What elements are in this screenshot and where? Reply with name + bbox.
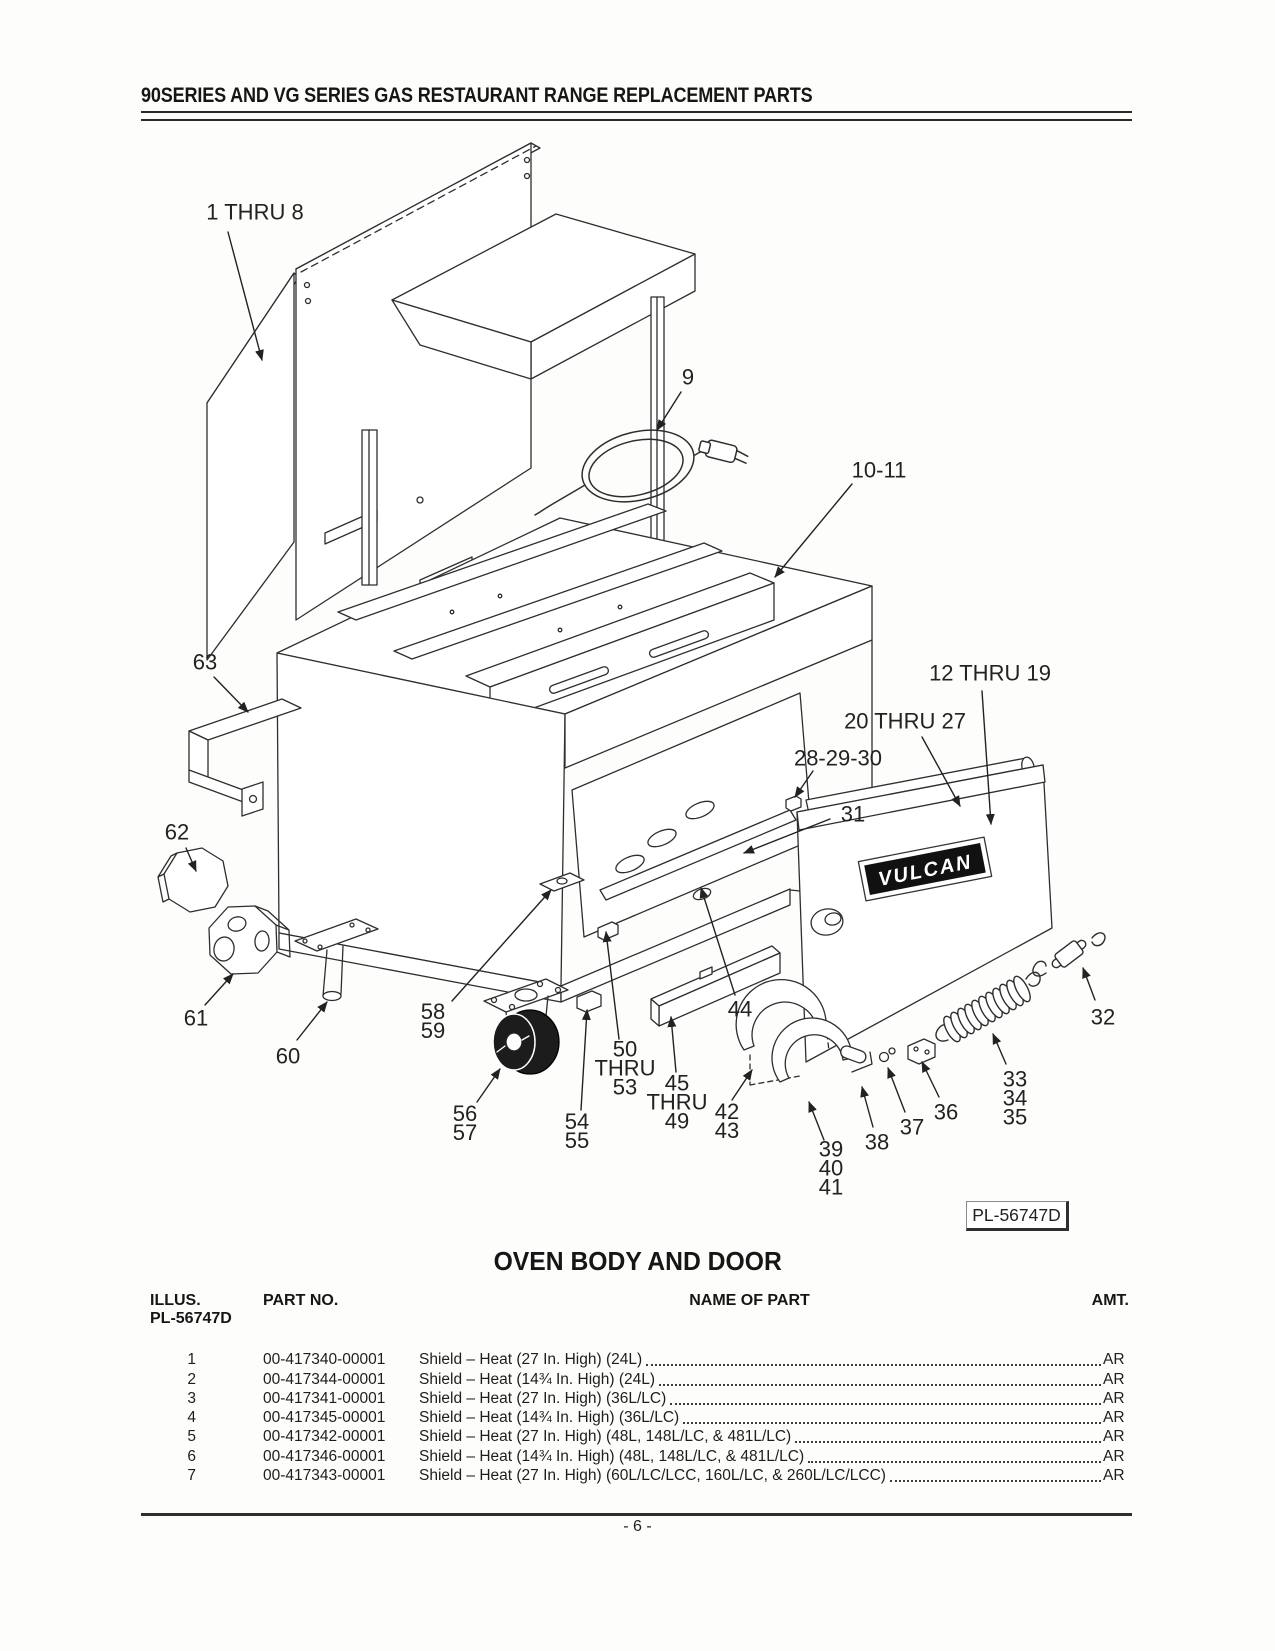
leader-dots: [889, 1480, 1101, 1483]
col-header-name: NAME OF PART: [689, 1292, 810, 1309]
caster-drawing: [483, 978, 569, 1075]
cell-amt: AR: [1103, 1447, 1125, 1465]
bottom-shield-drawing: [650, 945, 781, 1027]
leader-dots: [670, 1402, 1101, 1405]
power-cord-drawing: [534, 429, 749, 516]
cell-amt: AR: [1103, 1467, 1125, 1485]
cell-name: Shield – Heat (14¾ In. High) (36L/LC): [419, 1409, 680, 1427]
hinge-drawing: [735, 978, 867, 1086]
leader-dots: [795, 1441, 1101, 1444]
octagon-knob-drawing: [208, 905, 291, 975]
cell-part-no: 00-417340-00001: [263, 1351, 386, 1369]
door-drawing: VULCAN: [796, 756, 1053, 1063]
flue-shelf-drawing: [391, 213, 696, 380]
cell-name: Shield – Heat (27 In. High) (48L, 148L/L…: [419, 1428, 792, 1446]
cell-illus: 1: [187, 1351, 196, 1369]
callout-61: 61: [183, 1005, 209, 1031]
table-row: 6 00-417346-00001 Shield – Heat (14¾ In.…: [150, 1446, 1129, 1465]
callout-54-55: 54 55: [564, 1109, 590, 1153]
cell-illus: 2: [187, 1370, 196, 1388]
leg-drawing: [294, 918, 379, 1002]
spring-drawing: [935, 971, 1041, 1043]
cell-name: Shield – Heat (27 In. High) (24L): [419, 1351, 643, 1369]
table-row: 1 00-417340-00001 Shield – Heat (27 In. …: [150, 1350, 1129, 1369]
callout-28-29-30: 28-29-30: [793, 745, 883, 771]
cell-part-no: 00-417346-00001: [263, 1447, 386, 1465]
callout-42-43: 42 43: [714, 1099, 740, 1143]
callout-1-thru-8: 1 THRU 8: [206, 199, 304, 225]
col-header-plate: PL-56747D: [150, 1310, 232, 1327]
section-title: OVEN BODY AND DOOR: [0, 1246, 1275, 1277]
cell-name: Shield – Heat (14¾ In. High) (48L, 148L/…: [419, 1447, 805, 1465]
callout-45-thru-49: 45 THRU 49: [646, 1070, 708, 1134]
cell-part-no: 00-417344-00001: [263, 1370, 386, 1388]
callout-31: 31: [840, 801, 866, 827]
callout-60: 60: [275, 1043, 301, 1069]
callout-63: 63: [192, 649, 218, 675]
col-header-illus: ILLUS.: [150, 1292, 201, 1309]
table-row: 5 00-417342-00001 Shield – Heat (27 In. …: [150, 1427, 1129, 1446]
callout-9: 9: [681, 364, 695, 390]
cell-part-no: 00-417345-00001: [263, 1409, 386, 1427]
callout-leaders: [185, 231, 1096, 1141]
heat-shield-drawing: [206, 272, 300, 661]
table-row: 4 00-417345-00001 Shield – Heat (14¾ In.…: [150, 1408, 1129, 1427]
table-row: 2 00-417344-00001 Shield – Heat (14¾ In.…: [150, 1369, 1129, 1388]
octagon-plate-drawing: [157, 847, 229, 913]
cell-illus: 5: [187, 1428, 196, 1446]
callout-38: 38: [864, 1129, 890, 1155]
page-header: 90SERIES AND VG SERIES GAS RESTAURANT RA…: [141, 84, 813, 107]
bracket-drawing: [188, 698, 302, 817]
plate-number-label: PL-56747D: [966, 1201, 1069, 1231]
footer-rule: [141, 1513, 1132, 1516]
cell-name: Shield – Heat (27 In. High) (60L/LC/LCC,…: [419, 1467, 886, 1485]
leader-dots: [646, 1364, 1101, 1367]
cell-part-no: 00-417341-00001: [263, 1389, 386, 1407]
leader-dots: [659, 1383, 1101, 1386]
callout-58-59: 58 59: [420, 999, 446, 1043]
callout-33-34-35: 33 34 35: [1002, 1066, 1028, 1130]
col-header-amt: AMT.: [1091, 1292, 1129, 1309]
cell-amt: AR: [1103, 1409, 1125, 1427]
table-row: 3 00-417341-00001 Shield – Heat (27 In. …: [150, 1389, 1129, 1408]
cell-illus: 3: [187, 1389, 196, 1407]
cell-amt: AR: [1103, 1428, 1125, 1446]
cell-amt: AR: [1103, 1389, 1125, 1407]
callout-12-thru-19: 12 THRU 19: [929, 660, 1051, 686]
cell-name: Shield – Heat (14¾ In. High) (24L): [419, 1370, 656, 1388]
header-rule: [141, 111, 1132, 121]
callout-44: 44: [727, 996, 753, 1022]
body-frame-drawing: [276, 503, 873, 1013]
callout-32: 32: [1090, 1004, 1116, 1030]
callout-39-40-41: 39 40 41: [818, 1136, 844, 1200]
cell-amt: AR: [1103, 1351, 1125, 1369]
cell-illus: 7: [187, 1467, 196, 1485]
callout-56-57: 56 57: [452, 1101, 478, 1145]
cell-amt: AR: [1103, 1370, 1125, 1388]
turnbuckle-drawing: [1032, 932, 1106, 977]
callout-37: 37: [899, 1114, 925, 1140]
page-number: - 6 -: [623, 1518, 652, 1535]
parts-table-header: ILLUS. PL-56747D PART NO. NAME OF PART A…: [150, 1292, 1129, 1344]
callout-50-thru-53: 50 THRU 53: [594, 1036, 656, 1100]
callout-10-11: 10-11: [851, 457, 907, 483]
section-title-text: OVEN BODY AND DOOR: [493, 1246, 782, 1276]
small-parts-drawing: [851, 1038, 936, 1073]
callout-62: 62: [164, 819, 190, 845]
channel-posts-drawing: [361, 296, 665, 586]
callout-20-thru-27: 20 THRU 27: [844, 708, 966, 734]
col-header-part-no: PART NO.: [263, 1292, 339, 1309]
cell-part-no: 00-417342-00001: [263, 1428, 386, 1446]
parts-table: ILLUS. PL-56747D PART NO. NAME OF PART A…: [150, 1292, 1129, 1484]
cell-illus: 6: [187, 1447, 196, 1465]
cell-part-no: 00-417343-00001: [263, 1467, 386, 1485]
parts-table-body: 1 00-417340-00001 Shield – Heat (27 In. …: [150, 1350, 1129, 1485]
callout-36: 36: [933, 1099, 959, 1125]
leader-dots: [808, 1460, 1101, 1463]
cell-name: Shield – Heat (27 In. High) (36L/LC): [419, 1389, 667, 1407]
leader-dots: [683, 1422, 1101, 1425]
cell-illus: 4: [187, 1409, 196, 1427]
table-row: 7 00-417343-00001 Shield – Heat (27 In. …: [150, 1466, 1129, 1485]
